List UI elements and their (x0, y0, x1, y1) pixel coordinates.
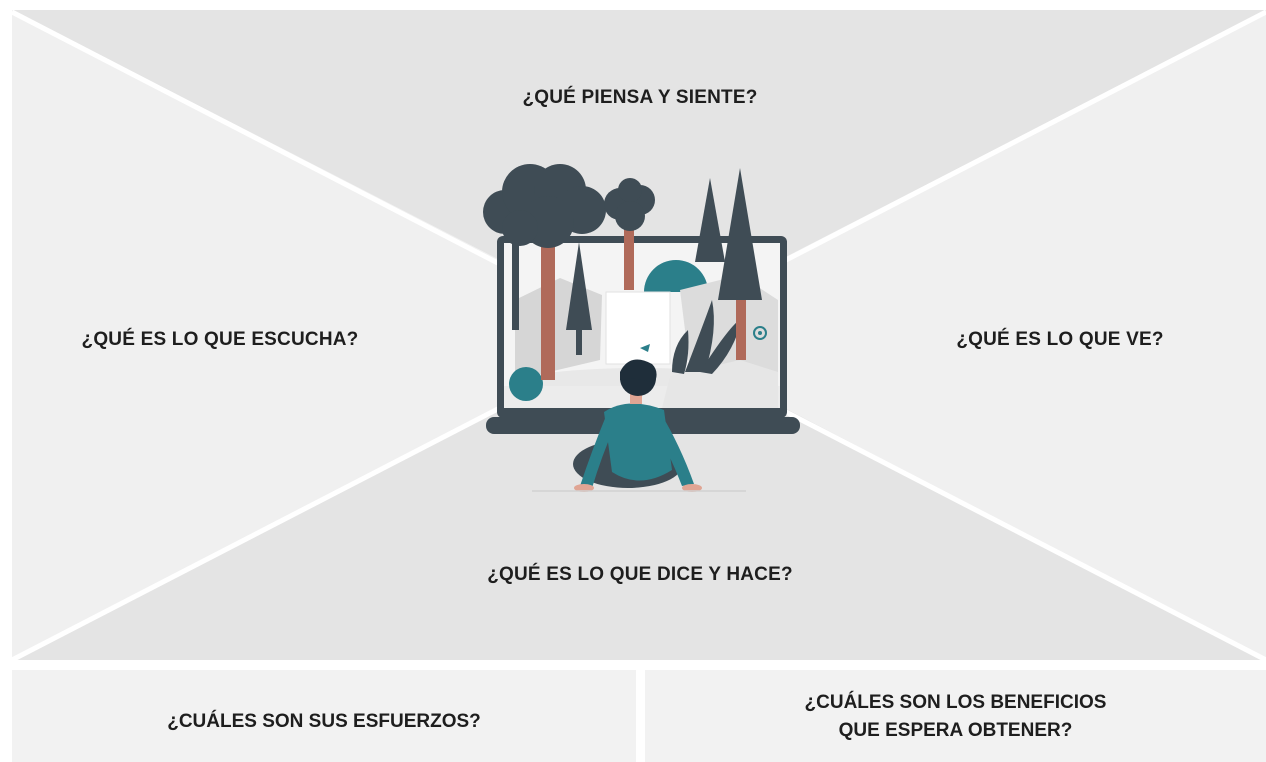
tree-canopy-left (483, 164, 606, 248)
tree-canopy-small (604, 178, 655, 231)
panel-gains[interactable]: ¿CUÁLES SON LOS BENEFICIOS QUE ESPERA OB… (645, 670, 1266, 762)
pine-trunk-right (736, 290, 746, 360)
pine-tree-mid (695, 178, 725, 262)
label-sees: ¿QUÉ ES LO QUE VE? (956, 329, 1164, 350)
panel-gains-label-line1: ¿CUÁLES SON LOS BENEFICIOS (804, 692, 1107, 713)
sun (644, 260, 708, 292)
quadrant-sees[interactable] (640, 10, 1266, 660)
illustration-person-laptop (483, 164, 800, 492)
person-torso (604, 403, 672, 481)
waterfall (605, 291, 671, 365)
pine-tree-screen (566, 242, 592, 330)
panel-pains[interactable]: ¿CUÁLES SON SUS ESFUERZOS? (12, 670, 636, 762)
fern-right (685, 300, 714, 372)
person-sitting (573, 359, 702, 492)
teal-bird (640, 344, 650, 352)
quadrant-hears[interactable] (12, 10, 640, 660)
label-thinks-feels: ¿QUÉ PIENSA Y SIENTE? (522, 87, 758, 108)
teal-bush (509, 367, 543, 401)
person-arm-left (580, 416, 614, 488)
tree-trunk-left (541, 230, 555, 380)
label-says-does: ¿QUÉ ES LO QUE DICE Y HACE? (487, 564, 793, 585)
person-arm-right (654, 412, 694, 486)
label-hears: ¿QUÉ ES LO QUE ESCUCHA? (81, 329, 359, 350)
panel-gains-label-line2: QUE ESPERA OBTENER? (838, 720, 1073, 741)
teal-flower (753, 326, 767, 340)
tree-trunk-dark (512, 240, 519, 330)
pine-tree-right (718, 168, 762, 300)
quadrant-thinks-feels[interactable] (12, 10, 1266, 332)
quadrant-says-does[interactable] (12, 332, 1266, 660)
tree-trunk-small (624, 222, 634, 290)
panel-pains-label: ¿CUÁLES SON SUS ESFUERZOS? (167, 711, 481, 732)
